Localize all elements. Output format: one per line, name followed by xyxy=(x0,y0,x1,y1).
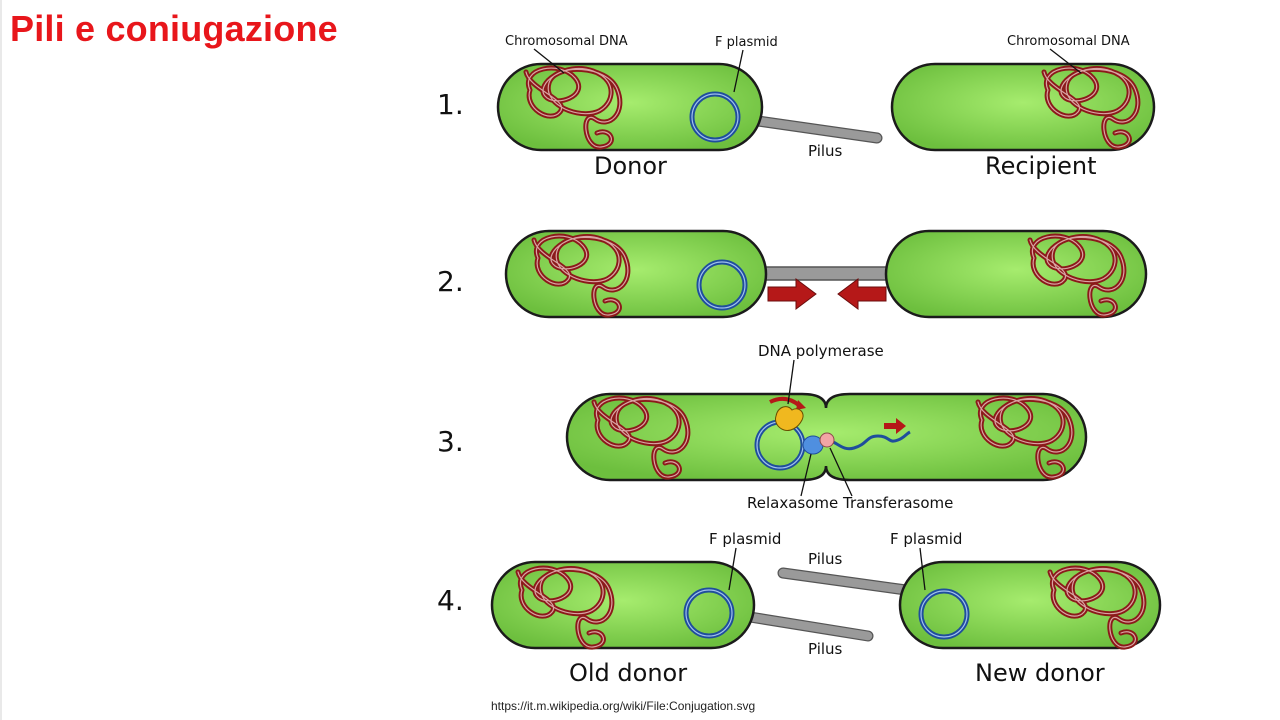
source-link[interactable]: https://it.m.wikipedia.org/wiki/File:Con… xyxy=(491,699,756,713)
step-2 xyxy=(504,229,1148,319)
label-recipient: Recipient xyxy=(985,152,1097,180)
label-f-plasmid: F plasmid xyxy=(715,35,778,50)
label-donor: Donor xyxy=(594,152,667,180)
arrow-right-icon xyxy=(767,278,817,310)
slide-title: Pili e coniugazione xyxy=(10,8,338,49)
label-f-plasmid-old: F plasmid xyxy=(709,530,781,548)
label-pilus-top: Pilus xyxy=(808,550,843,568)
ssdna-strand xyxy=(821,430,911,451)
arrow-left-icon xyxy=(837,278,887,310)
label-chromosomal-dna-recipient: Chromosomal DNA xyxy=(1007,34,1130,49)
leader-line xyxy=(919,547,926,591)
leader-line xyxy=(787,359,795,405)
slide-left-border xyxy=(0,0,2,720)
step-3: DNA polymerase Relaxasome Transferasome xyxy=(565,342,1088,512)
label-pilus-bottom: Pilus xyxy=(808,640,843,658)
step-4: F plasmid Pilus F plasmid Pilus Old dono… xyxy=(490,530,1162,687)
pilus-shape xyxy=(778,568,911,595)
step-number-4: 4. xyxy=(437,584,464,617)
label-chromosomal-dna: Chromosomal DNA xyxy=(505,34,628,49)
step-number-2: 2. xyxy=(437,265,464,298)
label-transferasome: Transferasome xyxy=(842,494,953,512)
label-pilus: Pilus xyxy=(808,142,843,160)
transferasome-shape xyxy=(819,432,835,448)
step-1: Chromosomal DNA F plasmid Chromosomal DN… xyxy=(496,34,1156,180)
label-old-donor: Old donor xyxy=(569,659,687,687)
label-relaxasome: Relaxasome xyxy=(747,494,838,512)
step-number-1: 1. xyxy=(437,88,464,121)
pilus-bridge xyxy=(761,266,891,281)
dna-polymerase-shape xyxy=(775,406,804,431)
pilus-shape xyxy=(745,612,873,641)
leader-line xyxy=(728,547,737,591)
leader-line xyxy=(829,447,853,497)
label-f-plasmid-new: F plasmid xyxy=(890,530,962,548)
leader-line xyxy=(733,49,744,93)
step-number-3: 3. xyxy=(437,425,464,458)
recipient-cell xyxy=(890,62,1156,152)
label-dna-polymerase: DNA polymerase xyxy=(758,342,884,360)
leader-line xyxy=(533,48,565,74)
arrow-right-icon xyxy=(884,418,906,434)
leader-line xyxy=(800,453,812,497)
leader-line xyxy=(1049,48,1082,74)
label-new-donor: New donor xyxy=(975,659,1105,687)
donor-cell xyxy=(504,229,768,319)
